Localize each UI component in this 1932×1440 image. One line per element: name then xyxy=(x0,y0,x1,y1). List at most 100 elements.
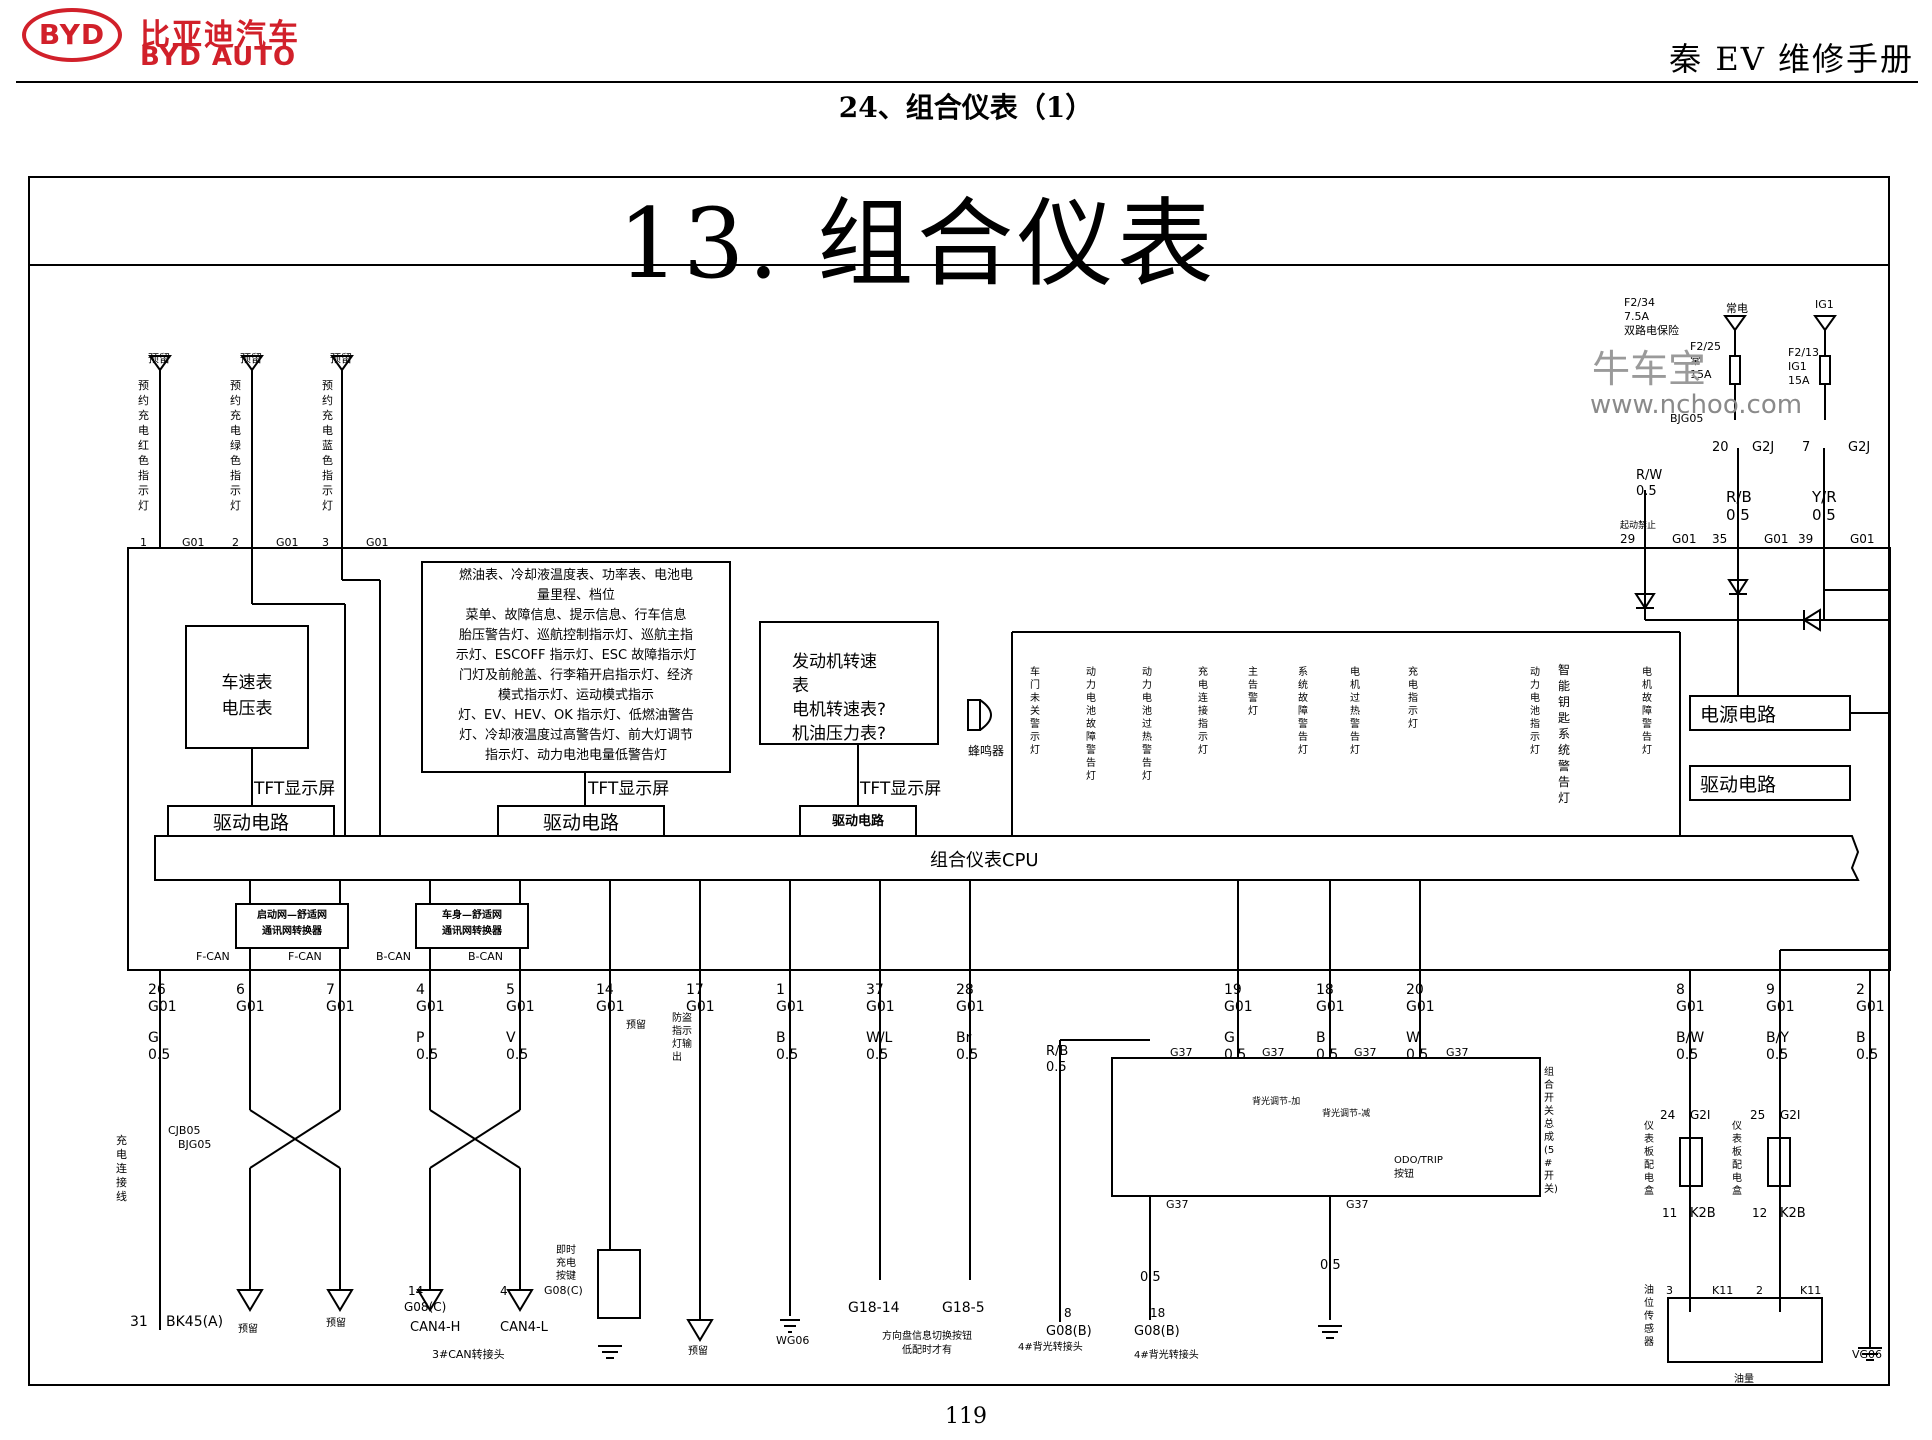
conn-cjb05: CJB05 xyxy=(168,1124,201,1137)
fuel-level-sensor: 油位传感器 xyxy=(1644,1285,1654,1348)
bottom-pin-pin: 9 xyxy=(1766,982,1775,998)
fuse-box-label-a: 仪表板配电盒 xyxy=(1644,1121,1654,1197)
top-pin-2-src: 预留 xyxy=(240,352,262,365)
lamp-door-open: 车门未关警示灯 xyxy=(1030,667,1040,756)
bottom-pin-conn: G01 xyxy=(1766,999,1795,1015)
pin11: 11 xyxy=(1662,1206,1678,1220)
g08c-a: G08(C) xyxy=(404,1300,447,1314)
fuse-f2-25: F2/25 常 15A xyxy=(1690,340,1722,381)
bottom-pin-size: 0.5 xyxy=(1766,1047,1789,1063)
drive-circuit-3: 驱动电路 xyxy=(831,814,884,829)
pin8-g08b: 8 xyxy=(1064,1306,1072,1320)
conn-bjg05: BJG05 xyxy=(178,1138,212,1151)
pin-39: 39 xyxy=(1798,532,1814,546)
brand-name-en: BYD AUTO xyxy=(140,42,297,72)
bottom-pin-size: 0.5 xyxy=(1224,1047,1247,1063)
bottom-pin-pin: 8 xyxy=(1676,982,1685,998)
lamp-system-fault: 系统故障警告灯 xyxy=(1298,667,1308,756)
top-pin-1-conn: G01 xyxy=(182,536,205,549)
pin3-k11: 3 xyxy=(1666,1284,1673,1297)
diagram-title: 13. 组合仪表 xyxy=(618,188,1218,300)
brand-name-cn: 比亚迪汽车 xyxy=(140,18,300,53)
charge-connection-label: 充电连接线 xyxy=(116,1134,127,1203)
bottom-pin-size: 0.5 xyxy=(776,1047,799,1063)
top-pin-2-conn: G01 xyxy=(276,536,299,549)
pin-29: 29 xyxy=(1620,532,1636,546)
lamp-motor-fault: 电机故障警告灯 xyxy=(1642,667,1652,756)
can4-l: CAN4-L xyxy=(500,1320,548,1335)
tft-label-3: TFT显示屏 xyxy=(860,779,942,799)
can-converter-1: 启动网—舒适网通讯网转换器 xyxy=(257,910,327,937)
bottom-pin-pin: 5 xyxy=(506,982,515,998)
bottom-pin-wire: B/W xyxy=(1676,1030,1705,1046)
speedometer-label: 车速表 xyxy=(221,673,273,693)
pin25: 25 xyxy=(1750,1108,1766,1122)
bottom-pin-wire: B xyxy=(776,1030,786,1046)
watermark-url: www.nchoo.com xyxy=(1590,390,1803,420)
k2b-b: K2B xyxy=(1780,1206,1806,1221)
k2b-a: K2B xyxy=(1690,1206,1716,1221)
k11-b: K11 xyxy=(1800,1284,1822,1297)
g01-29: G01 xyxy=(1672,532,1697,546)
bottom-pin-wire: G xyxy=(148,1030,159,1046)
bottom-pin-conn: G01 xyxy=(236,999,265,1015)
fuse-f2-13: F2/13 IG1 15A xyxy=(1788,346,1820,387)
bottom-pin-wire: Br xyxy=(956,1030,972,1046)
top-pin-1-src: 预留 xyxy=(148,352,170,365)
diagram-title-band xyxy=(28,176,1890,266)
lamp-charging: 充电指示灯 xyxy=(1408,667,1418,730)
bottom-pin-conn: G01 xyxy=(776,999,805,1015)
bottom-pin-pin: 20 xyxy=(1406,982,1424,998)
conn-bjg05-top: BJG05 xyxy=(1670,412,1704,425)
bottom-pin-pin: 2 xyxy=(1856,982,1865,998)
can-b-h: B-CAN xyxy=(376,950,411,963)
bottom-pin-conn: G01 xyxy=(596,999,625,1015)
fuel-level-sensor-unit: 油量 xyxy=(1734,1374,1754,1385)
backlight-plus: 背光调节-加 xyxy=(1252,1097,1301,1107)
drive-circuit-1: 驱动电路 xyxy=(212,812,289,834)
lamp-battery-overheat: 动力电池过热警告灯 xyxy=(1142,667,1152,782)
lamp-charge-connect: 充电连接指示灯 xyxy=(1198,667,1208,756)
bottom-pin-conn: G01 xyxy=(1224,999,1253,1015)
pin24: 24 xyxy=(1660,1108,1676,1122)
watermark-cn: 牛车宝 xyxy=(1592,347,1707,391)
pin29-label: 起动禁止 xyxy=(1620,521,1657,531)
bottom-pin-wire: P xyxy=(416,1030,425,1046)
pin14-g08c: 14 xyxy=(408,1284,424,1298)
bottom-pin-pin: 26 xyxy=(148,982,166,998)
bottom-pin-size: 0.5 xyxy=(1406,1047,1429,1063)
header-rule xyxy=(16,81,1918,83)
bottom-pin-pin: 19 xyxy=(1224,982,1242,998)
backlight-adapter-2: 4#背光转接头 xyxy=(1134,1350,1199,1361)
bk45-connector: BK45(A) xyxy=(166,1314,224,1330)
voltmeter-label: 电压表 xyxy=(221,699,273,719)
g37-5: G37 xyxy=(1346,1198,1369,1211)
speedometer-block: 车速表 电压表 xyxy=(186,670,308,722)
lamp-battery: 动力电池指示灯 xyxy=(1530,667,1540,756)
power-circuit: 电源电路 xyxy=(1700,704,1777,726)
g37-4: G37 xyxy=(1446,1046,1469,1059)
bottom-pin-conn: G01 xyxy=(956,999,985,1015)
bottom-pin-conn: G01 xyxy=(1856,999,1885,1015)
bottom-pin-pin: 18 xyxy=(1316,982,1334,998)
size-05-b: 0.5 xyxy=(1320,1258,1341,1273)
tachometer-block: 发动机转速 表 电机转速表? 机油压力表? xyxy=(792,652,887,744)
g08b-a: G08(B) xyxy=(1046,1324,1092,1339)
bottom-pin-size: 0.5 xyxy=(1856,1047,1879,1063)
top-pin-2-label: 预约充电绿色指示灯 xyxy=(230,379,241,512)
bottom-pin-conn: G01 xyxy=(1676,999,1705,1015)
pin-35: 35 xyxy=(1712,532,1728,546)
reserve-14: 预留 xyxy=(626,1020,646,1031)
page-number: 119 xyxy=(945,1404,987,1429)
top-pin-3-src: 预留 xyxy=(330,352,352,365)
bottom-pin-pin: 14 xyxy=(596,982,614,998)
bottom-pin-wire: W/L xyxy=(866,1030,893,1046)
